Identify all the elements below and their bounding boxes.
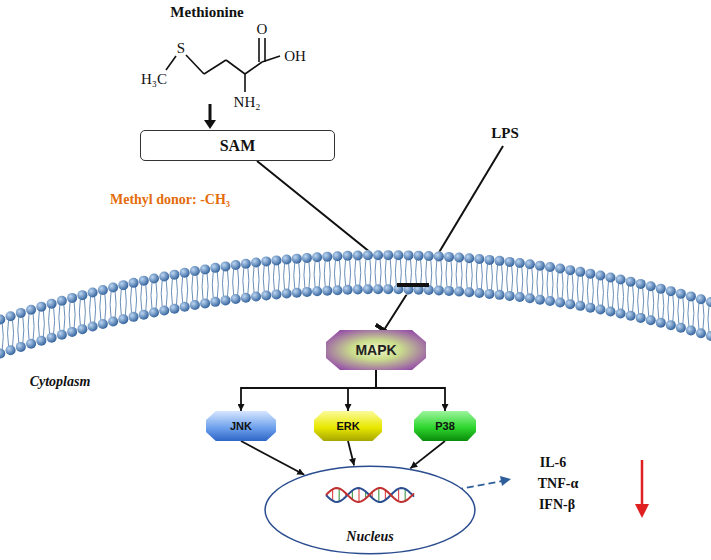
kinase-octagon: ERK	[314, 411, 382, 441]
cytokine-label: IL-6	[540, 455, 566, 471]
atom-label: OH	[284, 48, 306, 65]
methionine-arrow	[209, 104, 212, 121]
atom-label: O	[257, 21, 268, 38]
node-label: MAPK	[355, 342, 396, 358]
kinase-octagon: JNK	[206, 411, 276, 441]
node-label: ERK	[336, 420, 359, 432]
lps-label: LPS	[491, 125, 519, 142]
title-label: Methionine	[170, 4, 243, 21]
nucleus-ellipse: Nucleus	[264, 465, 476, 555]
arrow-connector	[376, 370, 445, 411]
methyl-label: Methyl donor: -CH₃	[110, 192, 230, 208]
decrease-arrow	[641, 460, 644, 508]
inhibition-bar	[397, 283, 429, 287]
arrow-connector	[348, 441, 354, 466]
arrow-connector	[410, 441, 445, 468]
cytokine-label: IFN-β	[539, 497, 575, 513]
kinase-octagon: MAPK	[326, 330, 426, 370]
arrow-connector	[241, 441, 304, 475]
node-label: P38	[435, 420, 455, 432]
arrow-connector	[241, 370, 376, 411]
node-label: Nucleus	[346, 529, 393, 545]
cytokine-label: TNF-α	[538, 476, 578, 492]
node-label: JNK	[230, 420, 252, 432]
kinase-octagon: P38	[414, 411, 476, 441]
process-box: SAM	[140, 130, 335, 161]
node-label: SAM	[220, 137, 256, 155]
atom-label: S	[177, 40, 185, 57]
region-label: Cytoplasm	[30, 374, 91, 390]
atom-label: NH₂	[234, 94, 261, 111]
atom-label: H₃C	[141, 71, 167, 88]
inhibition-connector	[257, 161, 412, 330]
arrow-connector	[348, 370, 376, 411]
